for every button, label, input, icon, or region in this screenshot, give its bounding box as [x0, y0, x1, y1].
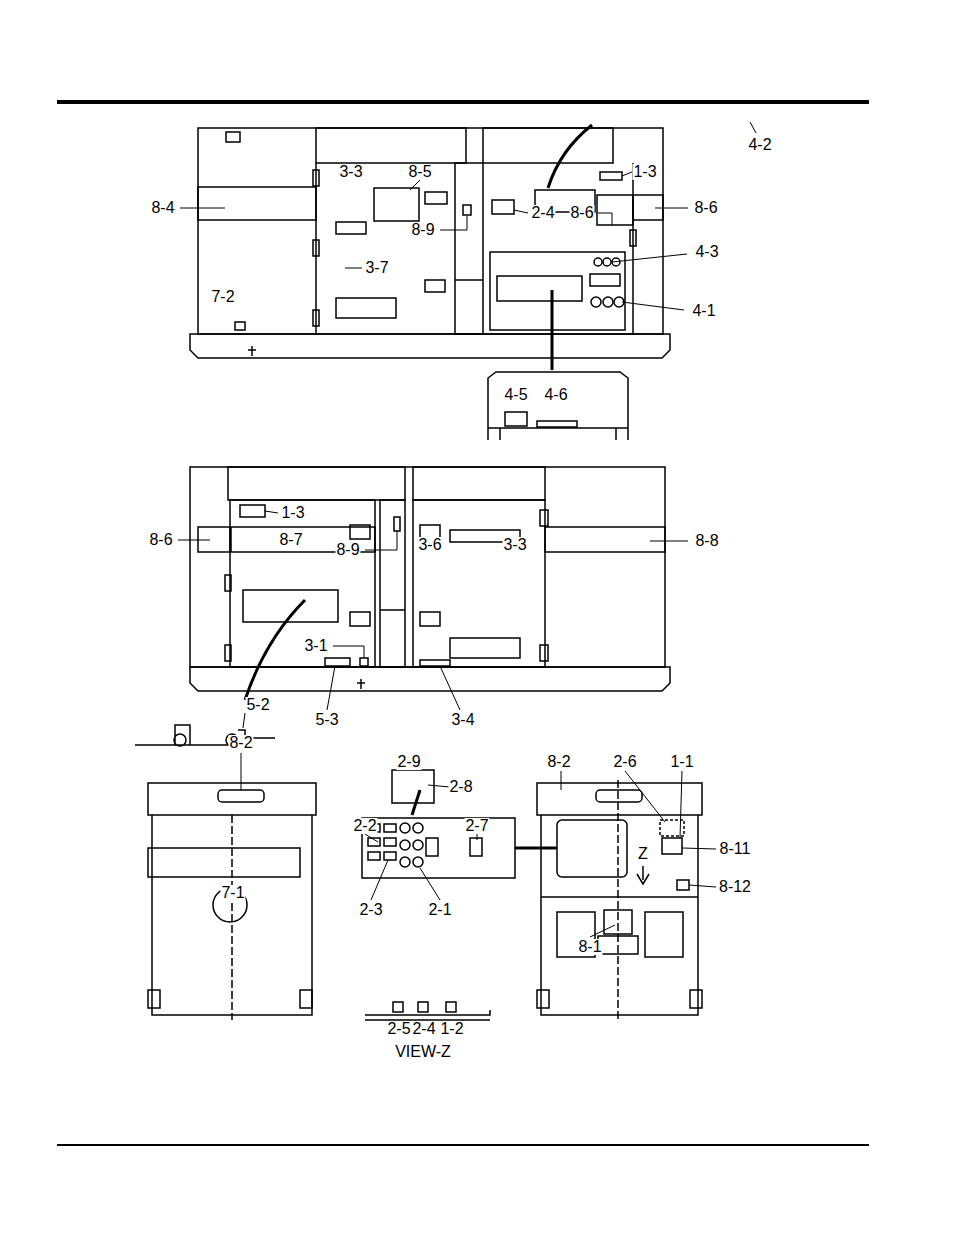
- callout-number: 3-3: [338, 164, 363, 180]
- callout-number: 5-2: [245, 697, 270, 713]
- callout-number: 2-1: [427, 902, 452, 918]
- callout-number: 8-8: [694, 533, 719, 549]
- callout-number: 4-2: [747, 137, 772, 153]
- callout-number: 4-3: [694, 244, 719, 260]
- leader-lines: [178, 122, 756, 937]
- callout-number: 2-4: [411, 1021, 436, 1037]
- callout-number: 1-2: [439, 1021, 464, 1037]
- callout-number: 3-7: [364, 260, 389, 276]
- callout-number: 2-5: [386, 1021, 411, 1037]
- callout-number: 8-5: [407, 164, 432, 180]
- callout-number: 2-8: [448, 779, 473, 795]
- control-panel-detail: [362, 770, 557, 1020]
- callout-number: 8-2: [546, 754, 571, 770]
- panel-detail: [488, 372, 628, 440]
- callout-number: VIEW-Z: [394, 1044, 452, 1060]
- callout-number: 3-1: [303, 638, 328, 654]
- callout-number: 3-3: [502, 537, 527, 553]
- callout-number: Z: [637, 846, 649, 862]
- end-view-right: [537, 780, 702, 1020]
- callout-number: 2-2: [352, 818, 377, 834]
- callout-number: 8-9: [335, 542, 360, 558]
- callout-number: 2-9: [396, 754, 421, 770]
- end-view-left: [148, 783, 316, 1020]
- bottom-rule: [57, 1144, 869, 1146]
- callout-number: 8-6: [148, 532, 173, 548]
- callout-number: 2-4: [530, 205, 555, 221]
- side-view-1: [190, 125, 670, 370]
- callout-number: 5-3: [314, 712, 339, 728]
- callout-number: 3-4: [450, 712, 475, 728]
- callout-number: 8-12: [718, 879, 752, 895]
- callout-number: 4-5: [503, 387, 528, 403]
- callout-number: 3-6: [417, 537, 442, 553]
- top-rule: [57, 100, 869, 104]
- callout-number: 1-3: [632, 164, 657, 180]
- callout-number: 7-1: [220, 885, 245, 901]
- callout-number: 4-6: [543, 387, 568, 403]
- callout-number: 8-1: [577, 939, 602, 955]
- callout-number: 8-11: [719, 841, 752, 857]
- callout-number: 8-6: [569, 205, 594, 221]
- side-view-2: [135, 467, 670, 746]
- callout-number: 1-3: [280, 505, 305, 521]
- callout-number: 8-7: [278, 532, 303, 548]
- callout-number: 8-2: [228, 735, 253, 751]
- callout-number: 7-2: [210, 289, 235, 305]
- callout-number: 8-9: [410, 222, 435, 238]
- callout-number: 1-1: [669, 754, 694, 770]
- callout-number: 2-7: [464, 818, 489, 834]
- callout-number: 2-3: [358, 902, 383, 918]
- callout-number: 8-4: [150, 200, 175, 216]
- callout-number: 4-1: [691, 303, 716, 319]
- callout-number: 2-6: [612, 754, 637, 770]
- callout-number: 8-6: [693, 200, 718, 216]
